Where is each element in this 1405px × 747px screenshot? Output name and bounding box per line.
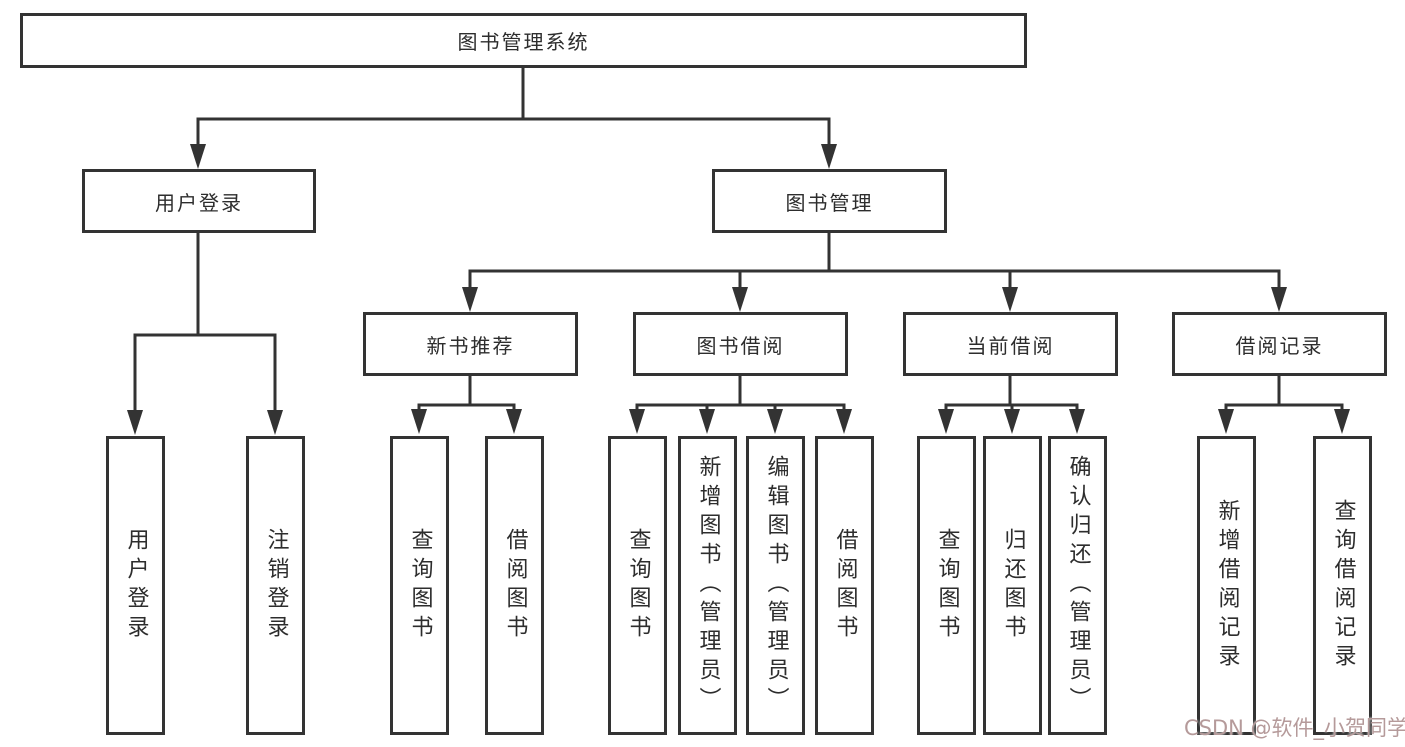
node-new-book-recommend: 新书推荐	[363, 312, 578, 376]
node-leaf-logout: 注销登录	[246, 436, 305, 735]
node-user-login: 用户登录	[82, 169, 316, 233]
node-root-system: 图书管理系统	[20, 13, 1027, 68]
arrowhead-leaf	[1069, 409, 1085, 434]
connector-user-login-branch	[133, 333, 277, 412]
arrowhead-leaf	[506, 409, 522, 434]
node-leaf-add-borrow-record: 新增借阅记录	[1197, 436, 1256, 735]
arrowhead-leaf	[767, 409, 783, 434]
arrowhead-leaf	[629, 409, 645, 434]
arrowhead-borrow-records	[1271, 287, 1287, 312]
node-leaf-query-books: 查询图书	[917, 436, 976, 735]
arrowhead-leaf	[1218, 409, 1234, 434]
arrowhead-book-mgmt	[821, 144, 837, 169]
node-leaf-query-books: 查询图书	[608, 436, 667, 735]
node-current-borrow: 当前借阅	[903, 312, 1118, 376]
node-leaf-return-books: 归还图书	[983, 436, 1042, 735]
connector-book-borrow-branch	[635, 403, 846, 411]
node-leaf-borrow-books: 借阅图书	[485, 436, 544, 735]
arrowhead-login-leaf	[127, 410, 143, 435]
arrowhead-user-login	[190, 144, 206, 169]
node-leaf-borrow-books: 借阅图书	[815, 436, 874, 735]
node-leaf-add-books-admin: 新增图书（管理员）	[678, 436, 737, 735]
arrowhead-book-borrow	[732, 287, 748, 312]
arrowhead-leaf	[836, 409, 852, 434]
node-book-management: 图书管理	[712, 169, 947, 233]
csdn-watermark: CSDN @软件_小贺同学	[1184, 716, 1405, 740]
node-leaf-query-books: 查询图书	[390, 436, 449, 735]
node-leaf-user-login: 用户登录	[106, 436, 165, 735]
node-leaf-confirm-return-admin: 确认归还（管理员）	[1048, 436, 1107, 735]
node-borrow-records: 借阅记录	[1172, 312, 1387, 376]
arrowhead-leaf	[938, 409, 954, 434]
connector-root-branch	[196, 117, 831, 146]
arrowhead-leaf	[411, 409, 427, 434]
connector-new-book-branch	[417, 403, 516, 411]
connector-borrow-records-branch	[1224, 403, 1344, 411]
arrowhead-new-book	[462, 287, 478, 312]
node-leaf-edit-books-admin: 编辑图书（管理员）	[746, 436, 805, 735]
arrowhead-current-borrow	[1002, 287, 1018, 312]
arrowhead-leaf	[699, 409, 715, 434]
node-leaf-query-borrow-record: 查询借阅记录	[1313, 436, 1372, 735]
connector-book-mgmt-branch	[468, 269, 1281, 290]
node-book-borrow: 图书借阅	[633, 312, 848, 376]
arrowhead-leaf	[1334, 409, 1350, 434]
arrowhead-leaf	[1004, 409, 1020, 434]
arrowhead-logout-leaf	[267, 410, 283, 435]
